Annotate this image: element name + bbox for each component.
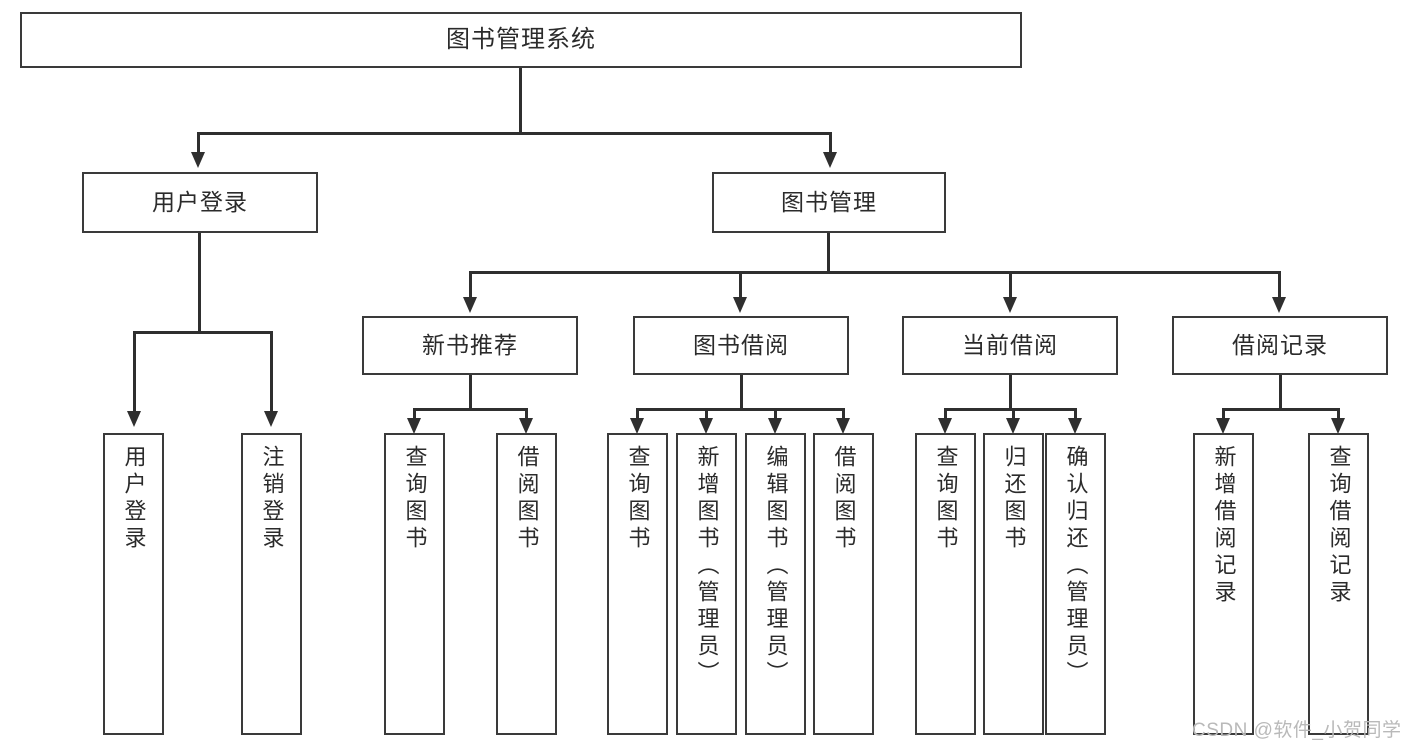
leaf-bb-add-book-admin[interactable]: 新增图书（管理员） <box>676 433 737 735</box>
leaf-label: 新增借阅记录 <box>1211 445 1237 607</box>
leaf-label: 借阅图书 <box>514 445 540 553</box>
arrow-cb-leaf-2 <box>1006 418 1020 434</box>
connector-br-bar <box>1222 408 1340 411</box>
leaf-nbr-borrow-book[interactable]: 借阅图书 <box>496 433 557 735</box>
leaf-bb-query-book[interactable]: 查询图书 <box>607 433 668 735</box>
arrow-user-login-leaf-1 <box>127 411 141 427</box>
arrow-cb-leaf-1 <box>938 418 952 434</box>
connector-nbr-branch-2 <box>525 408 528 420</box>
leaf-cb-confirm-return-admin[interactable]: 确认归还（管理员） <box>1045 433 1106 735</box>
leaf-label: 用户登录 <box>121 445 147 553</box>
leaf-cb-query-book[interactable]: 查询图书 <box>915 433 976 735</box>
connector-br-branch-1 <box>1222 408 1225 420</box>
connector-bb-branch-1 <box>636 408 639 420</box>
connector-book-management-bar <box>469 271 1281 274</box>
connector-bb-branch-4 <box>842 408 845 420</box>
arrow-br-leaf-2 <box>1331 418 1345 434</box>
connector-bm-branch-1 <box>469 271 472 299</box>
leaf-label: 查询借阅记录 <box>1326 445 1352 607</box>
leaf-label: 新增图书（管理员） <box>694 445 720 688</box>
arrow-bb-leaf-3 <box>768 418 782 434</box>
node-label: 图书管理 <box>781 188 877 215</box>
node-root-book-management-system[interactable]: 图书管理系统 <box>20 12 1022 68</box>
node-label: 用户登录 <box>152 188 248 215</box>
connector-nbr-branch-1 <box>413 408 416 420</box>
node-label: 当前借阅 <box>962 331 1058 358</box>
connector-bb-branch-2 <box>705 408 708 420</box>
arrow-bm-to-current-borrow <box>1003 297 1017 313</box>
leaf-label: 借阅图书 <box>831 445 857 553</box>
leaf-label: 查询图书 <box>402 445 428 553</box>
connector-cb-branch-2 <box>1012 408 1015 420</box>
node-book-borrow[interactable]: 图书借阅 <box>633 316 849 375</box>
leaf-user-login-login[interactable]: 用户登录 <box>103 433 164 735</box>
arrow-user-login-leaf-2 <box>264 411 278 427</box>
arrow-bm-to-book-borrow <box>733 297 747 313</box>
node-label: 图书管理系统 <box>446 25 596 53</box>
connector-root-bar <box>197 132 832 135</box>
connector-root-stem <box>519 68 522 134</box>
leaf-user-login-logout[interactable]: 注销登录 <box>241 433 302 735</box>
connector-br-stem <box>1279 375 1282 410</box>
arrow-root-to-book-management <box>823 152 837 168</box>
leaf-label: 查询图书 <box>625 445 651 553</box>
connector-user-login-stem <box>198 233 201 333</box>
node-borrow-record[interactable]: 借阅记录 <box>1172 316 1388 375</box>
arrow-br-leaf-1 <box>1216 418 1230 434</box>
arrow-nbr-leaf-1 <box>407 418 421 434</box>
leaf-br-query-record[interactable]: 查询借阅记录 <box>1308 433 1369 735</box>
node-label: 图书借阅 <box>693 331 789 358</box>
connector-bb-bar <box>636 408 844 411</box>
leaf-label: 注销登录 <box>259 445 285 553</box>
leaf-nbr-query-book[interactable]: 查询图书 <box>384 433 445 735</box>
arrow-bm-to-new-book-recommend <box>463 297 477 313</box>
connector-cb-branch-1 <box>944 408 947 420</box>
connector-bm-branch-4 <box>1278 271 1281 299</box>
node-current-borrow[interactable]: 当前借阅 <box>902 316 1118 375</box>
leaf-bb-edit-book-admin[interactable]: 编辑图书（管理员） <box>745 433 806 735</box>
connector-bm-branch-2 <box>739 271 742 299</box>
connector-user-login-branch-1 <box>133 331 136 413</box>
connector-nbr-bar <box>413 408 528 411</box>
leaf-br-add-record[interactable]: 新增借阅记录 <box>1193 433 1254 735</box>
node-new-book-recommend[interactable]: 新书推荐 <box>362 316 578 375</box>
connector-br-branch-2 <box>1337 408 1340 420</box>
connector-nbr-stem <box>469 375 472 410</box>
connector-cb-branch-3 <box>1074 408 1077 420</box>
leaf-label: 确认归还（管理员） <box>1063 445 1089 688</box>
connector-cb-bar <box>944 408 1077 411</box>
leaf-label: 查询图书 <box>933 445 959 553</box>
leaf-label: 编辑图书（管理员） <box>763 445 789 688</box>
arrow-cb-leaf-3 <box>1068 418 1082 434</box>
connector-user-login-branch-2 <box>270 331 273 413</box>
connector-cb-stem <box>1009 375 1012 410</box>
leaf-bb-borrow-book[interactable]: 借阅图书 <box>813 433 874 735</box>
connector-user-login-bar <box>133 331 273 334</box>
arrow-bb-leaf-4 <box>836 418 850 434</box>
connector-root-to-book-management <box>829 132 832 154</box>
arrow-root-to-user-login <box>191 152 205 168</box>
arrow-bb-leaf-1 <box>630 418 644 434</box>
connector-bb-stem <box>740 375 743 410</box>
connector-bm-branch-3 <box>1009 271 1012 299</box>
node-user-login[interactable]: 用户登录 <box>82 172 318 233</box>
node-label: 新书推荐 <box>422 331 518 358</box>
arrow-nbr-leaf-2 <box>519 418 533 434</box>
connector-root-to-user-login <box>197 132 200 154</box>
arrow-bm-to-borrow-record <box>1272 297 1286 313</box>
node-book-management[interactable]: 图书管理 <box>712 172 946 233</box>
arrow-bb-leaf-2 <box>699 418 713 434</box>
connector-bb-branch-3 <box>774 408 777 420</box>
node-label: 借阅记录 <box>1232 331 1328 358</box>
watermark-text: CSDN @软件_小贺同学 <box>1192 720 1402 741</box>
connector-book-management-stem <box>827 233 830 273</box>
leaf-label: 归还图书 <box>1001 445 1027 553</box>
leaf-cb-return-book[interactable]: 归还图书 <box>983 433 1044 735</box>
